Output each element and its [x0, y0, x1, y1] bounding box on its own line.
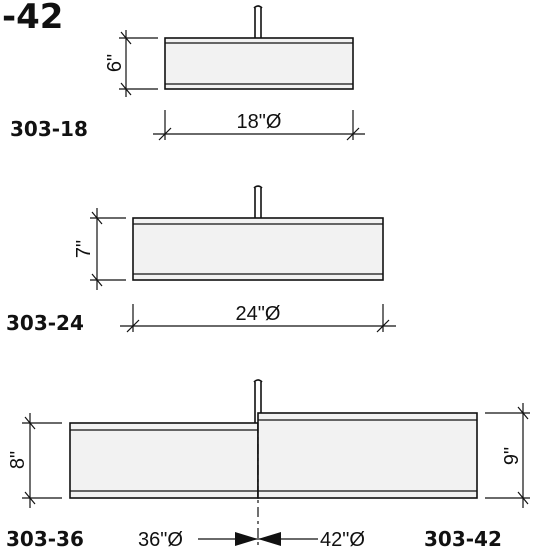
fixture-303-24-shade [132, 217, 384, 281]
fixture-303-24: 7" 24"Ø 303-24 [6, 185, 396, 335]
arrow-left-icon [258, 532, 281, 546]
fixture-303-42-height-label: 9" [501, 447, 523, 465]
fixture-303-42-height-dimension: 9" [485, 403, 530, 508]
page-title: -42 [2, 0, 63, 37]
fixture-303-18-height-label: 6" [104, 54, 126, 72]
fixture-303-18-model-label: 303-18 [10, 117, 88, 141]
fixture-303-36-shade [69, 422, 259, 499]
fixture-303-18-diameter-dimension: 18"Ø [153, 110, 365, 141]
fixture-303-42-model-label: 303-42 [424, 527, 502, 551]
arrow-right-icon [235, 532, 258, 546]
fixture-303-18: 6" 18"Ø 303-18 [10, 5, 365, 141]
fixture-303-36-42-stem [253, 379, 263, 423]
fixture-303-42-diameter-label: 42"Ø [320, 529, 365, 551]
fixture-303-24-stem [253, 185, 263, 218]
fixture-303-18-shade [164, 37, 354, 90]
fixture-303-36-height-label: 8" [7, 451, 29, 469]
fixture-303-36-42: 8" 9" 36"Ø 42"Ø 303-36 303-42 [6, 379, 530, 551]
fixture-303-24-diameter-dimension: 24"Ø [120, 303, 396, 333]
fixture-303-36-height-dimension: 8" [7, 413, 62, 508]
fixture-303-18-height-dimension: 6" [104, 30, 158, 97]
fixture-303-18-diameter-label: 18"Ø [237, 111, 282, 133]
fixture-303-24-model-label: 303-24 [6, 311, 84, 335]
fixture-303-24-height-label: 7" [73, 240, 95, 258]
fixture-303-24-diameter-label: 24"Ø [236, 303, 281, 325]
split-diameter-dimension: 36"Ø 42"Ø [138, 529, 365, 551]
fixture-303-36-model-label: 303-36 [6, 527, 84, 551]
fixture-303-18-stem [253, 5, 263, 38]
fixture-303-36-diameter-label: 36"Ø [138, 529, 183, 551]
fixture-303-42-shade [257, 412, 478, 499]
fixture-303-24-height-dimension: 7" [73, 208, 126, 290]
